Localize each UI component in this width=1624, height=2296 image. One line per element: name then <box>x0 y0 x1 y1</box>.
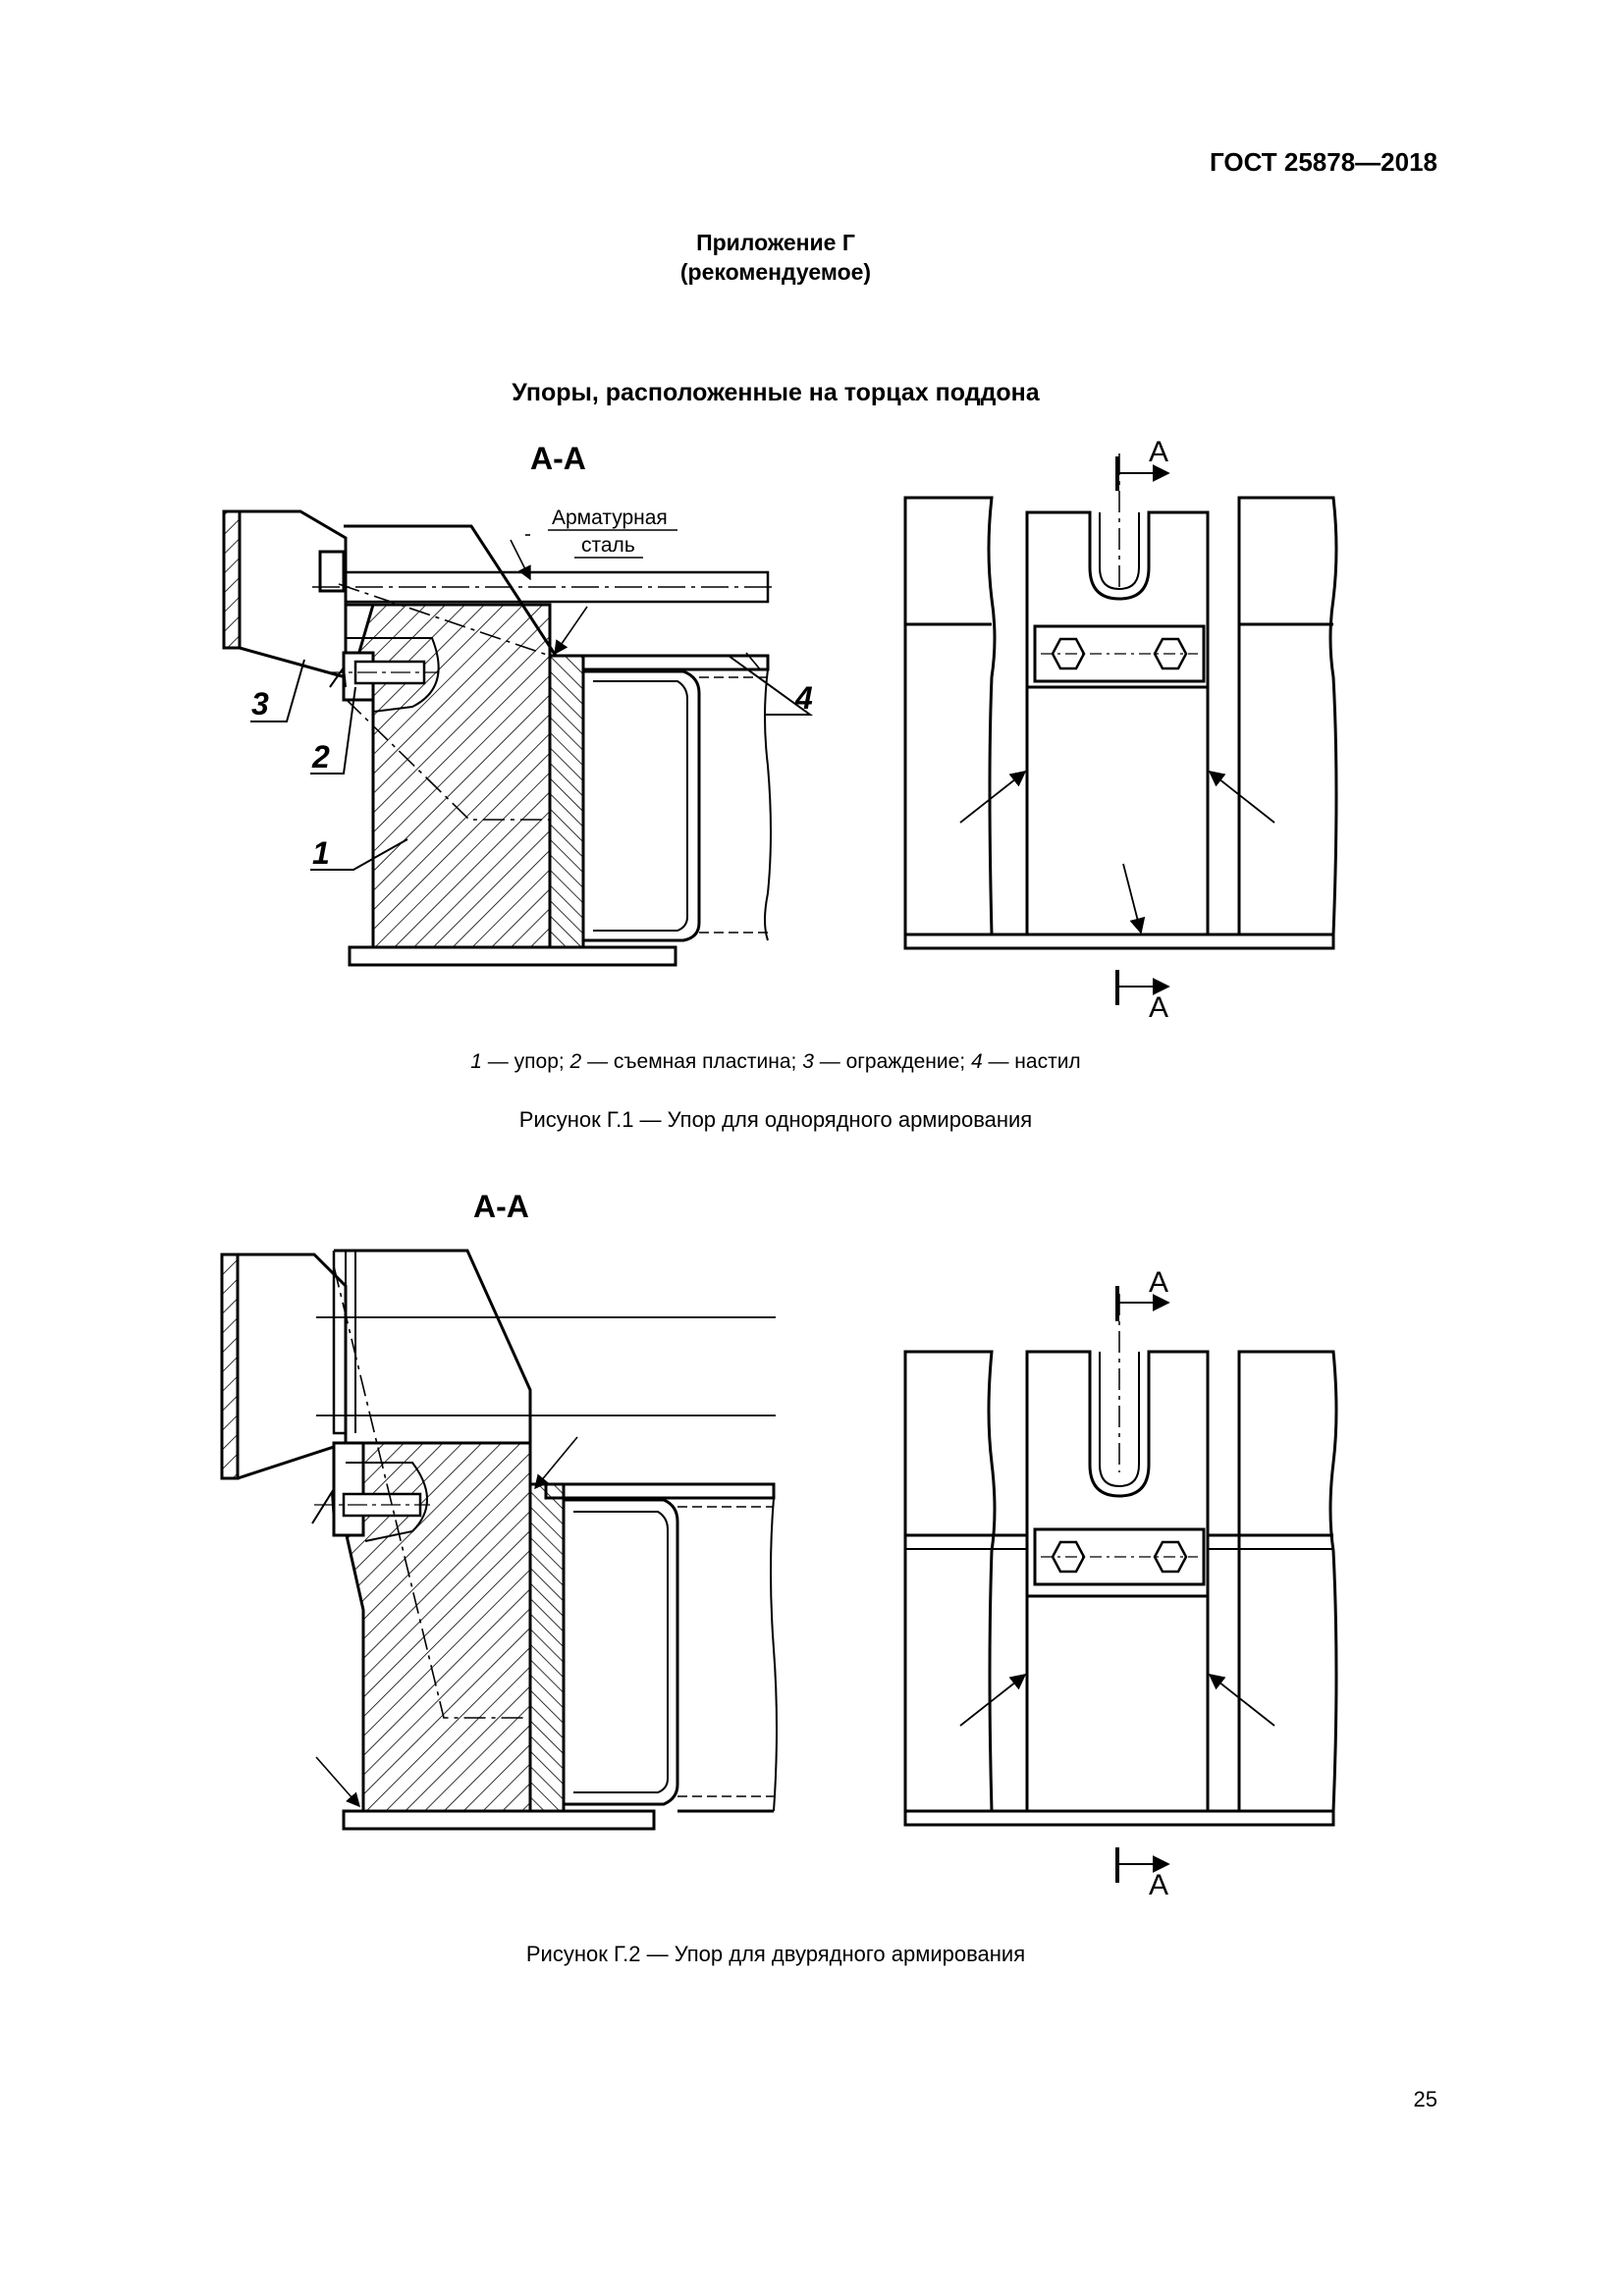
figure2-caption: Рисунок Г.2 — Упор для двурядного армиро… <box>525 1942 1026 1966</box>
figure1-caption: Рисунок Г.1 — Упор для однорядного армир… <box>518 1107 1033 1132</box>
legend-num-3: 3 <box>802 1050 814 1073</box>
appendix-title: Приложение Г <box>696 230 855 255</box>
callout-1: 1 <box>312 835 330 871</box>
figure1-section-label: А-А <box>530 441 586 476</box>
material-label-line1: Арматурная <box>552 507 668 529</box>
callout-2: 2 <box>311 739 330 774</box>
appendix-status: (рекомендуемое) <box>679 259 872 285</box>
figure2-cut-mark-bottom: А <box>1149 1869 1168 1901</box>
figure1-cut-mark-bottom: А <box>1149 991 1168 1024</box>
figure2-cut-mark-top: А <box>1149 1266 1168 1299</box>
legend-text-4: — настил <box>982 1050 1081 1073</box>
legend-num-1: 1 <box>470 1050 482 1073</box>
legend-num-4: 4 <box>970 1050 983 1073</box>
legend-text-2: — съемная пластина; <box>581 1050 803 1073</box>
callout-4: 4 <box>794 680 813 716</box>
page-number: 25 <box>1413 2087 1437 2111</box>
legend-text-3: — ограждение; <box>813 1050 971 1073</box>
material-label-line2: сталь <box>581 534 635 557</box>
figure1-section-view: А-А <box>222 441 814 967</box>
figure2-section-view: А-А <box>220 1189 778 1831</box>
callout-3: 3 <box>251 686 269 721</box>
figure1-cut-mark-top: А <box>1149 436 1168 468</box>
standard-code: ГОСТ 25878—2018 <box>1210 147 1437 177</box>
figure1-legend: 1 — упор; 2 — съемная пластина; 3 — огра… <box>0 1050 1551 1074</box>
figure2-front-view <box>903 1286 1338 1883</box>
legend-text-1: — упор; <box>481 1050 570 1073</box>
figure1-front-view <box>903 454 1338 1005</box>
legend-num-2: 2 <box>569 1050 582 1073</box>
figure2-section-label: А-А <box>473 1189 529 1224</box>
section-title: Упоры, расположенные на торцах поддона <box>512 379 1040 406</box>
